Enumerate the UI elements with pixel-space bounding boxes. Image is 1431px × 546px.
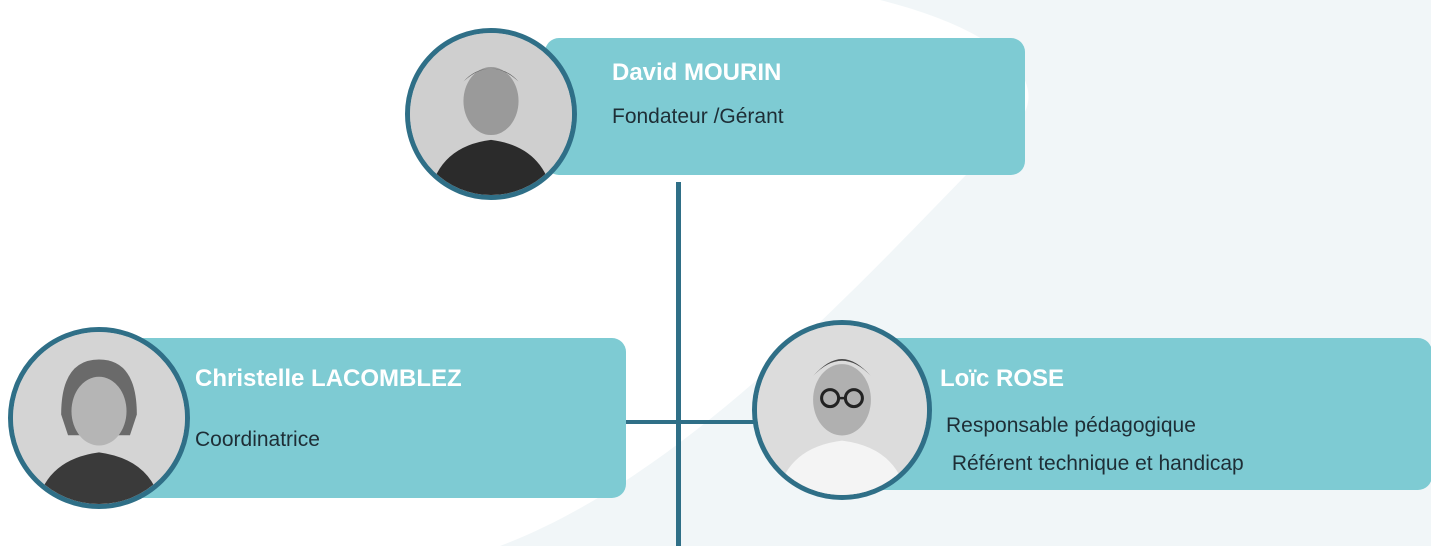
role-loic-rose-line2: Référent technique et handicap: [946, 452, 1244, 475]
avatar-christelle-lacomblez: [8, 327, 190, 509]
card-david-mourin: [545, 38, 1025, 175]
card-christelle-lacomblez: [120, 338, 626, 498]
portrait-icon: [13, 332, 185, 504]
avatar-david-mourin: [405, 28, 577, 200]
role-david-mourin: Fondateur /Gérant: [612, 105, 784, 128]
role-christelle-lacomblez: Coordinatrice: [195, 428, 320, 451]
name-christelle-lacomblez: Christelle LACOMBLEZ: [195, 365, 462, 392]
role-loic-rose-line1: Responsable pédagogique: [946, 414, 1196, 437]
avatar-loic-rose: [752, 320, 932, 500]
portrait-icon: [757, 325, 927, 495]
connector-vertical: [676, 182, 681, 546]
connector-horizontal: [626, 420, 754, 424]
name-loic-rose: Loïc ROSE: [940, 365, 1065, 392]
card-loic-rose: [860, 338, 1431, 490]
name-david-mourin: David MOURIN: [612, 59, 782, 86]
portrait-icon: [410, 33, 572, 195]
